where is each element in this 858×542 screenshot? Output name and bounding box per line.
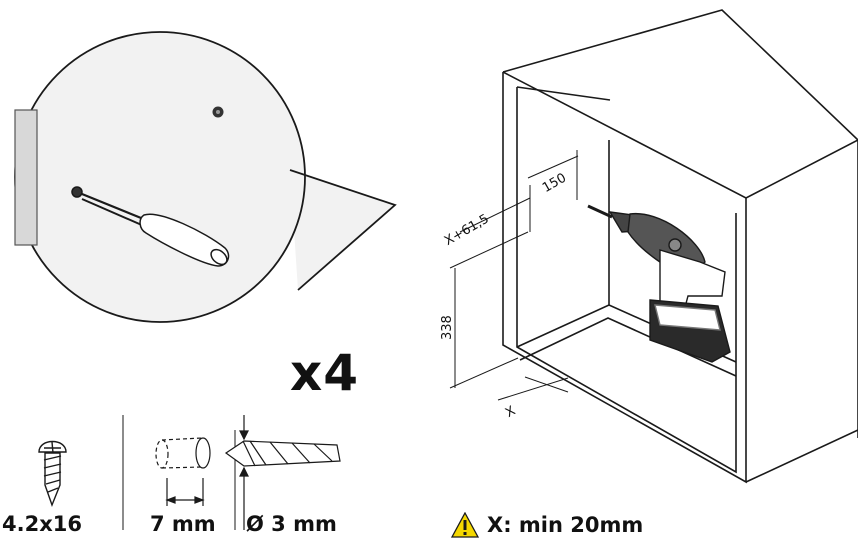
panel-edge [14, 109, 38, 246]
screwdriver-icon [71, 186, 230, 267]
warning-label: X: min 20mm [487, 513, 644, 537]
screw-size-label: 4.2x16 [2, 512, 82, 536]
offset-dimension-line [459, 197, 531, 233]
dimension-lines [449, 150, 579, 401]
drill-icon [587, 204, 731, 363]
spacing-dimension-line [527, 155, 579, 179]
warning-icon [451, 512, 479, 538]
drill-bit-size-label: Ø 3 mm [246, 512, 337, 536]
screw-head-icon [212, 106, 224, 118]
quantity-label: x4 [290, 344, 360, 402]
drill-bit-icon [224, 415, 341, 530]
warning-row: X: min 20mm [451, 512, 643, 538]
depth-cylinder-icon [155, 437, 211, 506]
depth-label: 7 mm [150, 512, 216, 536]
screw-icon [38, 440, 67, 507]
x-dimension-line [497, 377, 569, 401]
callout-bubble [14, 31, 397, 323]
height-dimension-label: 338 [440, 315, 455, 340]
